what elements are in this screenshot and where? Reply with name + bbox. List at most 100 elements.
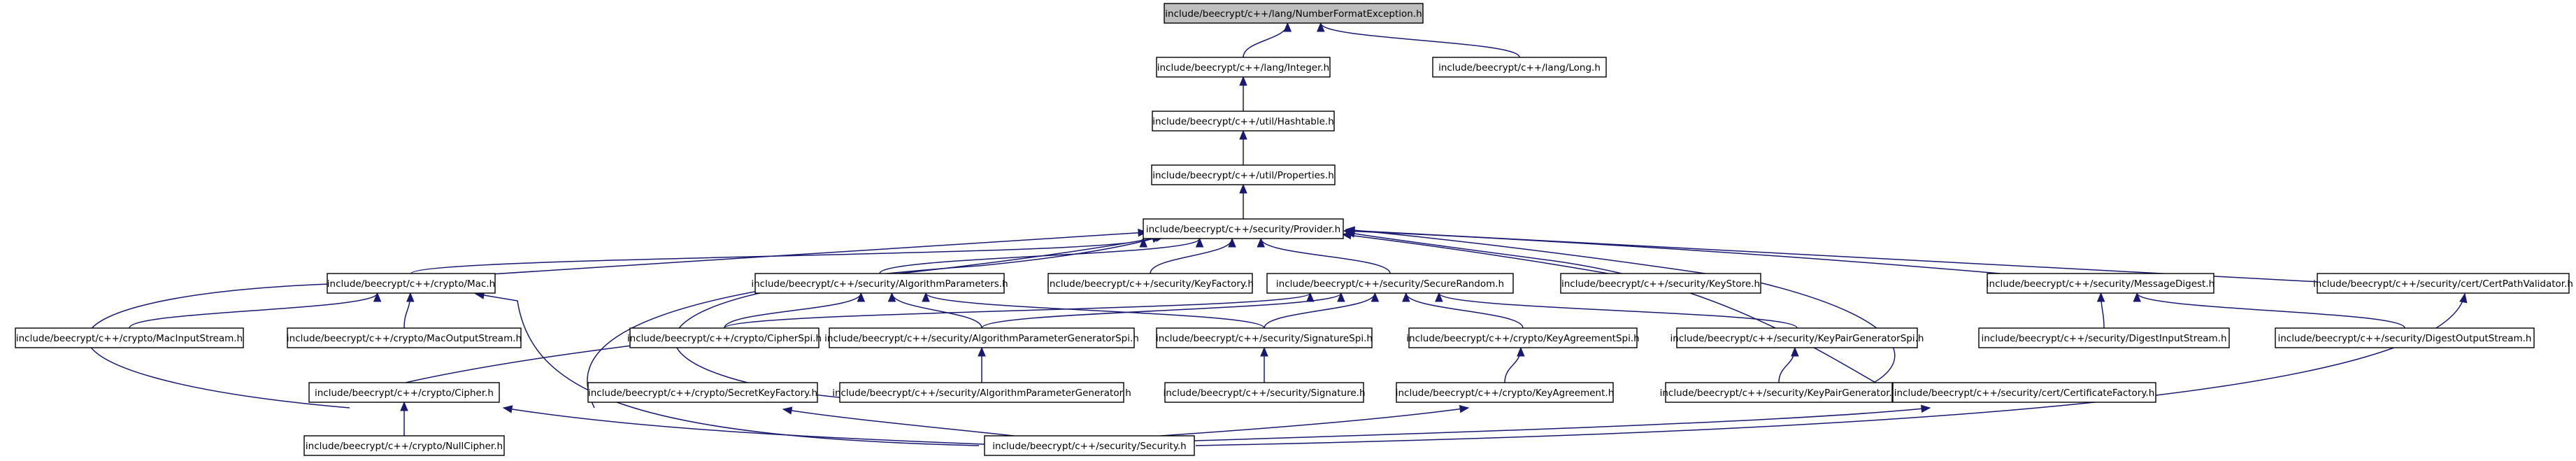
edge-line	[1160, 407, 1469, 437]
dependency-edge	[1194, 404, 1931, 441]
file-node-integer[interactable]: include/beecrypt/c++/lang/Integer.h	[1156, 57, 1331, 78]
node-box	[1676, 327, 1918, 348]
edge-line	[891, 292, 982, 329]
file-node-keystore[interactable]: include/beecrypt/c++/security/KeyStore.h	[1560, 273, 1761, 294]
arrowhead	[1791, 346, 1799, 357]
arrowhead	[1195, 237, 1204, 248]
edge-line	[1342, 234, 1609, 274]
dependency-edge	[1435, 292, 1798, 329]
arrowhead	[782, 406, 793, 415]
arrowhead	[1402, 292, 1410, 302]
file-node-signaturespi[interactable]: include/beecrypt/c++/security/SignatureS…	[1156, 327, 1373, 348]
edge-line	[1438, 292, 1798, 329]
file-node-hashtable[interactable]: include/beecrypt/c++/util/Hashtable.h	[1152, 111, 1335, 132]
dependency-edge	[2096, 292, 2105, 329]
dependency-edge	[587, 235, 1162, 409]
dependency-edge	[674, 234, 1166, 399]
file-node-cipher[interactable]: include/beecrypt/c++/crypto/Cipher.h	[308, 382, 500, 403]
dependency-edge	[978, 346, 986, 383]
file-node-properties[interactable]: include/beecrypt/c++/util/Properties.h	[1151, 164, 1336, 185]
dependency-edge	[1257, 237, 1391, 274]
file-node-keypairgenspi[interactable]: include/beecrypt/c++/security/KeyPairGen…	[1670, 327, 1924, 348]
dependency-edge	[1239, 183, 1247, 219]
node-box	[1047, 273, 1253, 294]
file-node-certificatefactory[interactable]: include/beecrypt/c++/security/cert/Certi…	[1892, 382, 2156, 403]
arrowhead	[978, 346, 986, 357]
file-node-securerandom[interactable]: include/beecrypt/c++/security/SecureRand…	[1266, 273, 1514, 294]
node-label: include/beecrypt/c++/util/Hashtable.h	[1152, 116, 1334, 127]
edge-line	[2136, 292, 2405, 329]
node-box	[587, 382, 818, 403]
edge-line	[1243, 22, 1289, 58]
node-box	[1978, 327, 2230, 348]
node-label: include/beecrypt/c++/security/Provider.h	[1146, 224, 1340, 235]
node-box	[829, 327, 1135, 348]
file-node-signature[interactable]: include/beecrypt/c++/security/Signature.…	[1163, 382, 1366, 403]
file-node-keyagreementspi[interactable]: include/beecrypt/c++/crypto/KeyAgreement…	[1406, 327, 1640, 348]
arrowhead	[1260, 346, 1268, 357]
file-node-messagedigest[interactable]: include/beecrypt/c++/security/MessageDig…	[1987, 273, 2214, 294]
edge-line	[1260, 238, 1391, 274]
edge-line	[724, 292, 862, 329]
file-node-cipherspi[interactable]: include/beecrypt/c++/crypto/CipherSpi.h	[627, 327, 822, 348]
edge-line	[1150, 238, 1233, 274]
node-label: include/beecrypt/c++/lang/Integer.h	[1157, 62, 1329, 73]
edge-line	[1195, 293, 2466, 446]
node-label: include/beecrypt/c++/security/DigestInpu…	[1981, 333, 2226, 344]
node-label: include/beecrypt/c++/crypto/MacInputStre…	[16, 333, 243, 344]
node-label: include/beecrypt/c++/security/AlgorithmP…	[751, 278, 1008, 290]
node-label: include/beecrypt/c++/lang/Long.h	[1438, 62, 1601, 73]
dependency-edge	[1260, 346, 1268, 383]
file-node-nullcipher[interactable]: include/beecrypt/c++/crypto/NullCipher.h	[303, 435, 505, 456]
file-node-secretkeyfactory[interactable]: include/beecrypt/c++/crypto/SecretKeyFac…	[587, 382, 818, 403]
arrowhead	[2096, 292, 2105, 302]
node-label: include/beecrypt/c++/security/KeyFactory…	[1047, 278, 1254, 290]
node-box	[1396, 382, 1614, 403]
dependency-edge	[1264, 292, 1380, 329]
node-label: include/beecrypt/c++/security/DigestOutp…	[2278, 333, 2532, 344]
dependency-edge	[1239, 129, 1247, 165]
dependency-edge	[1195, 292, 2468, 446]
node-box	[839, 382, 1124, 403]
file-node-algparams[interactable]: include/beecrypt/c++/security/AlgorithmP…	[751, 273, 1008, 294]
file-node-macinputstream[interactable]: include/beecrypt/c++/crypto/MacInputStre…	[15, 327, 244, 348]
dependency-edge	[1343, 227, 2001, 274]
dependency-edge	[1402, 292, 1524, 329]
file-node-keypairgenerator[interactable]: include/beecrypt/c++/security/KeyPairGen…	[1660, 382, 1898, 403]
file-node-mac[interactable]: include/beecrypt/c++/crypto/Mac.h	[327, 273, 496, 294]
file-node-digestinputstream[interactable]: include/beecrypt/c++/security/DigestInpu…	[1978, 327, 2230, 348]
edge-line	[129, 292, 378, 329]
file-node-provider[interactable]: include/beecrypt/c++/security/Provider.h	[1143, 218, 1344, 239]
dependency-edge	[724, 292, 1315, 329]
arrowhead	[1283, 22, 1292, 32]
node-label: include/beecrypt/c++/crypto/KeyAgreement…	[1406, 333, 1639, 344]
file-node-digestoutputstream[interactable]: include/beecrypt/c++/security/DigestOutp…	[2275, 327, 2535, 348]
file-node-keyagreement[interactable]: include/beecrypt/c++/crypto/KeyAgreement…	[1396, 382, 1615, 403]
dependency-edge	[1243, 22, 1292, 58]
arrowhead	[502, 405, 513, 413]
dependency-edge	[887, 292, 982, 329]
node-box	[308, 382, 500, 403]
node-label: include/beecrypt/c++/crypto/Mac.h	[327, 278, 495, 290]
file-node-algparamgen[interactable]: include/beecrypt/c++/security/AlgorithmP…	[832, 382, 1131, 403]
dependency-edge	[1239, 76, 1247, 111]
dependency-edge	[981, 292, 1345, 329]
edge-line	[1345, 232, 1903, 399]
edge-line	[1405, 292, 1524, 329]
arrowhead	[1257, 237, 1265, 248]
file-node-keyfactory[interactable]: include/beecrypt/c++/security/KeyFactory…	[1047, 273, 1254, 294]
arrowhead	[1228, 237, 1236, 248]
file-node-certpathvalidator[interactable]: include/beecrypt/c++/security/cert/CertP…	[2313, 273, 2573, 294]
node-box	[303, 435, 505, 456]
node-box	[2317, 273, 2570, 294]
node-box	[1408, 327, 1638, 348]
file-node-long[interactable]: include/beecrypt/c++/lang/Long.h	[1432, 57, 1607, 78]
node-label: include/beecrypt/c++/crypto/KeyAgreement…	[1396, 388, 1615, 399]
node-box	[327, 273, 496, 294]
file-node-algparamgenspi[interactable]: include/beecrypt/c++/security/AlgorithmP…	[824, 327, 1139, 348]
dependency-edge	[474, 291, 980, 446]
file-node-nfe[interactable]: include/beecrypt/c++/lang/NumberFormatEx…	[1164, 3, 1424, 24]
node-box	[1892, 382, 2156, 403]
file-node-macoutputstream[interactable]: include/beecrypt/c++/crypto/MacOutputStr…	[287, 327, 522, 348]
file-node-security[interactable]: include/beecrypt/c++/security/Security.h	[984, 435, 1195, 456]
